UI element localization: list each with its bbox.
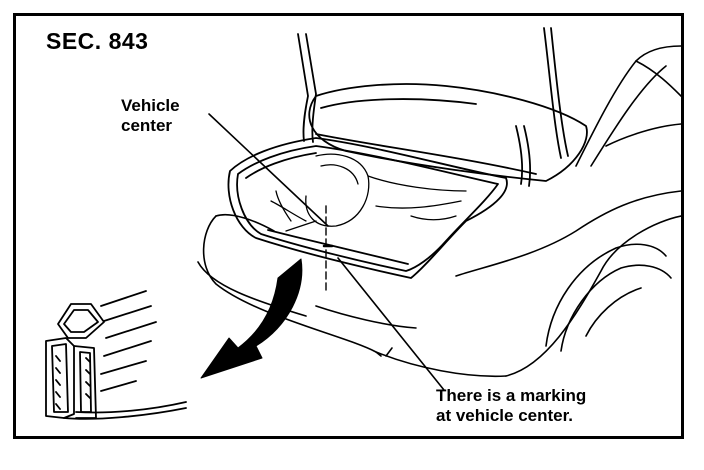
- marking-callout-line1: There is a marking: [436, 386, 587, 405]
- section-label: SEC. 843: [46, 28, 149, 54]
- curved-arrow-icon: [200, 258, 303, 379]
- vehicle-center-callout-line2: center: [121, 115, 173, 135]
- diagram-frame: SEC. 843 Vehicle center There is a marki…: [13, 13, 684, 439]
- vehicle-center-mark: [322, 205, 334, 295]
- trunk-lid: [308, 83, 588, 182]
- trunk-interior: [270, 153, 467, 232]
- leader-lines: [208, 113, 445, 391]
- marking-callout: There is a marking at vehicle center.: [436, 386, 586, 425]
- trunk-struts: [297, 27, 569, 187]
- marking-callout-line2: at vehicle center.: [436, 405, 574, 425]
- trunk-opening: [227, 137, 508, 279]
- car-trunk-illustration: [45, 27, 681, 420]
- vehicle-center-callout-line1: Vehicle: [121, 96, 180, 115]
- weatherstrip-cross-section: [45, 290, 187, 420]
- vehicle-center-callout: Vehicle center: [121, 96, 180, 135]
